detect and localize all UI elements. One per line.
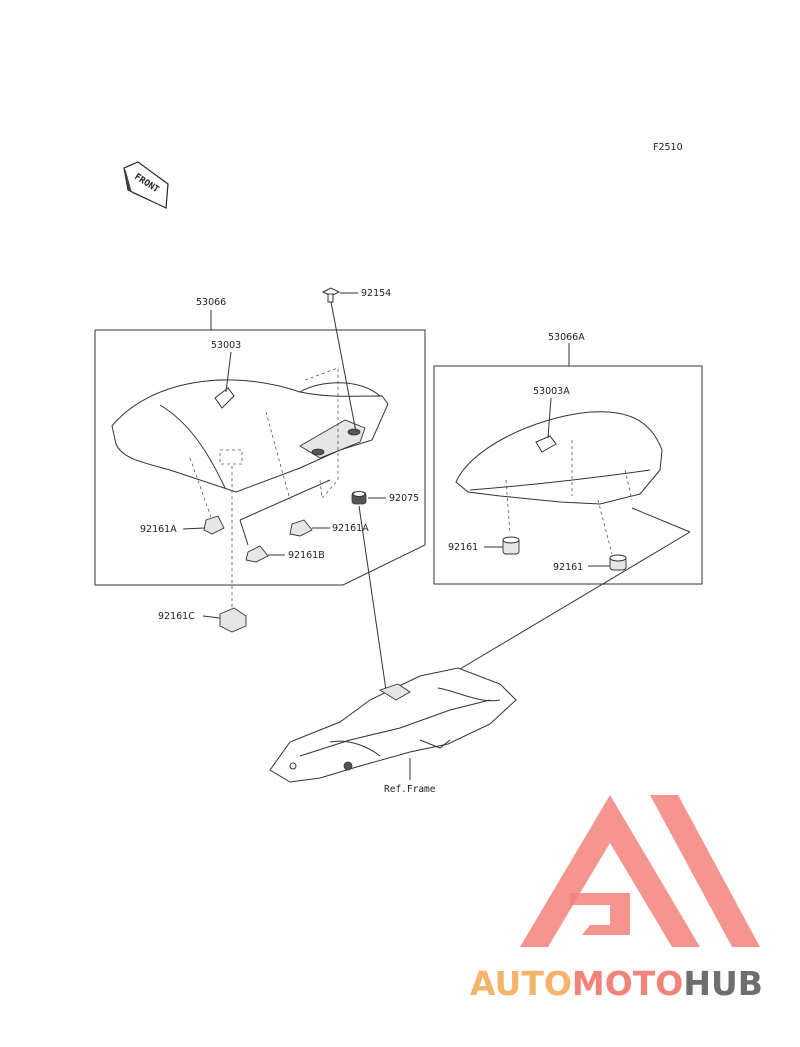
callout-pad-b: 92161B [288, 550, 325, 561]
callout-bolt: 92154 [361, 288, 391, 299]
callout-seat-rider-cover: 53003 [211, 340, 241, 351]
pad-92161-right: 92161 [553, 554, 627, 573]
watermark-word-hub: HUB [683, 964, 763, 1000]
callout-pad-c: 92161C [158, 611, 195, 622]
callout-pad-pass-left: 92161 [448, 542, 478, 553]
front-arrow-icon: FRONT [123, 161, 170, 210]
callout-seat-rider: 53066 [196, 297, 226, 308]
callout-grommet: 92075 [389, 493, 419, 504]
callout-pad-left: 92161A [140, 524, 177, 535]
callout-seat-passenger-cover: 53003A [533, 386, 570, 397]
passenger-seat-shape [455, 411, 663, 505]
rear-frame: Ref.Frame [269, 667, 517, 795]
callout-ref-frame: Ref.Frame [384, 784, 436, 795]
figure-code: F2510 [653, 142, 683, 153]
grommet-92075: 92075 [351, 491, 419, 691]
pad-92161c: 92161C [158, 607, 247, 633]
callout-pad-right: 92161A [332, 523, 369, 534]
callout-seat-passenger: 53066A [548, 332, 585, 343]
leader-passenger-to-frame [454, 531, 691, 673]
automotohub-logo-icon [520, 795, 760, 947]
pad-92161-left: 92161 [448, 536, 520, 555]
rider-seat-group: 53066 53003 [94, 297, 426, 608]
rider-seat-shape [111, 379, 389, 493]
callout-pad-pass-right: 92161 [553, 562, 583, 573]
automotohub-watermark: AUTOMOTOHUB [470, 795, 763, 1000]
watermark-word-auto: AUTO [470, 964, 572, 1000]
pad-92161a-right: 92161A [289, 519, 369, 537]
watermark-word-moto: MOTO [572, 964, 683, 1000]
pad-92161b: 92161B [245, 545, 325, 563]
passenger-seat-group: 53066A 53003A 92161 92161 [433, 332, 703, 585]
watermark-text: AUTOMOTOHUB [470, 964, 763, 1000]
bolt-92154: 92154 [321, 287, 391, 433]
pad-92161a-left: 92161A [140, 515, 225, 535]
